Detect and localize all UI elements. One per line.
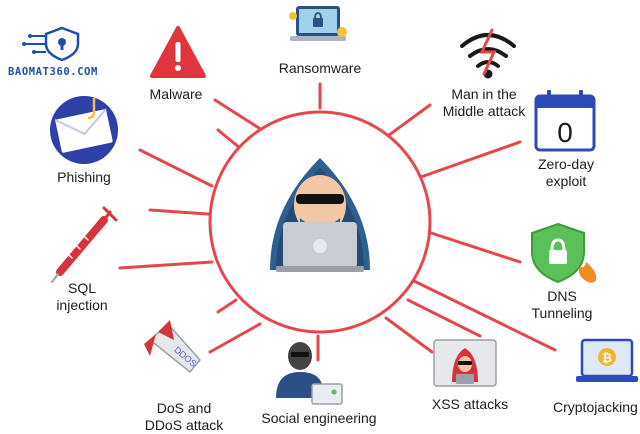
spoke-ddos: [208, 322, 262, 354]
label-mitm: Man in the Middle attack: [442, 86, 526, 119]
label-crypto: Cryptojacking: [553, 399, 638, 415]
spoke-crypto: [410, 278, 557, 352]
spoke-dns: [426, 230, 522, 264]
spoke-zeroday: [416, 140, 522, 180]
label-phishing: Phishing: [57, 169, 111, 185]
syringe-icon: [51, 206, 118, 283]
label-ddos: DoS and DDoS attack: [144, 400, 224, 433]
spoke-sql: [118, 260, 214, 270]
spoke-mitm: [383, 103, 432, 140]
masked-person-icon: [276, 342, 343, 405]
label-sql: SQL injection: [56, 280, 108, 313]
hacker-monitor-icon: [433, 339, 497, 387]
spoke-tick-4: [216, 298, 238, 314]
broken-wifi-icon: [460, 28, 516, 79]
envelope-hook-icon: [50, 96, 118, 164]
spokes: [118, 82, 557, 362]
warning-triangle-icon: [150, 26, 206, 78]
label-social: Social engineering: [261, 410, 377, 426]
spoke-tick-3: [406, 298, 482, 338]
hacker-icon: [270, 158, 370, 272]
svg-text:₿: ₿: [602, 351, 612, 365]
shield-lock-fire-icon: [531, 222, 597, 284]
logo-text: BAOMAT360.COM: [8, 66, 98, 78]
laptop-bitcoin-icon: ₿: [576, 338, 638, 382]
label-malware: Malware: [149, 86, 203, 102]
spoke-phishing: [138, 148, 214, 188]
label-dns: DNS Tunneling: [531, 288, 593, 321]
label-zeroday: Zero-day exploit: [537, 156, 595, 189]
bomb-ddos-icon: DDOS: [144, 320, 201, 374]
label-xss: XSS attacks: [431, 396, 509, 412]
laptop-lock-icon: [289, 6, 347, 41]
spoke-xss: [384, 316, 434, 354]
spoke-malware: [213, 98, 264, 132]
calendar-zero-icon: 0: [534, 90, 596, 152]
logo-mark-icon: [22, 26, 80, 62]
spoke-tick-1: [216, 128, 242, 150]
label-ransomware: Ransomware: [278, 60, 362, 76]
zero-day-badge: 0: [557, 117, 573, 148]
